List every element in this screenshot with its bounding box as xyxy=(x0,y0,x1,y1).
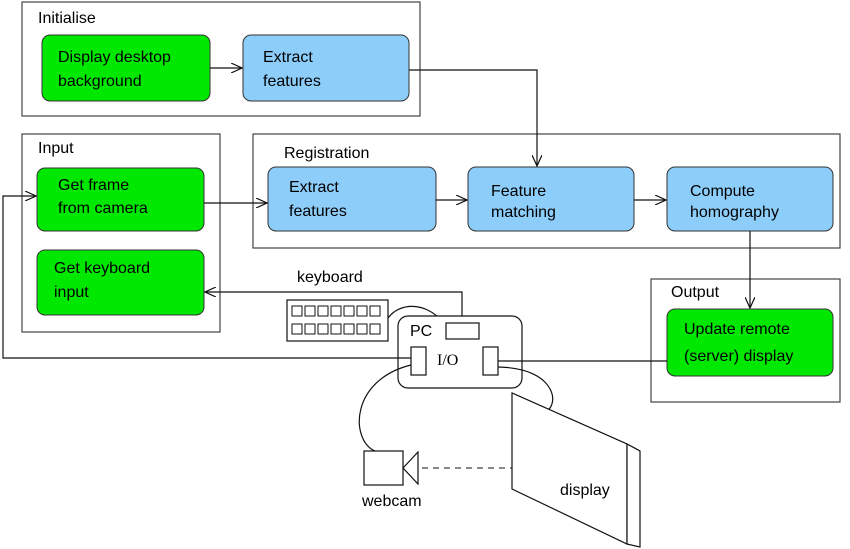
update-remote-line-1: Update remote xyxy=(684,321,790,338)
webcam-cable xyxy=(358,364,412,452)
extract-reg-line-1: Extract xyxy=(289,179,339,196)
pc-camera-port xyxy=(410,346,427,376)
extract-features-reg-node: Extract features xyxy=(267,166,437,232)
display-panel-icon xyxy=(511,392,641,548)
feature-matching-node: Feature matching xyxy=(467,166,635,232)
compute-homography-line-2: homography xyxy=(690,204,779,221)
initialise-group-label: Initialise xyxy=(38,10,96,27)
extract-init-line-1: Extract xyxy=(263,49,313,66)
extract-features-init-node: Extract features xyxy=(242,34,410,102)
get-keyboard-line-2: input xyxy=(54,284,89,301)
keyboard-icon xyxy=(286,299,389,342)
input-group-label: Input xyxy=(38,140,74,157)
pc-label: PC xyxy=(410,323,432,340)
update-remote-line-2: (server) display xyxy=(684,348,793,365)
display-label: display xyxy=(560,482,610,499)
get-frame-line-1: Get frame xyxy=(58,177,129,194)
keyboard-label: keyboard xyxy=(297,269,363,286)
arrow-camera-feed-to-frame xyxy=(2,196,411,359)
extract-init-line-2: features xyxy=(263,73,321,90)
webcam-label: webcam xyxy=(361,493,422,510)
io-label: I/O xyxy=(437,352,458,369)
compute-homography-node: Compute homography xyxy=(666,166,834,232)
output-group-label: Output xyxy=(671,284,720,301)
get-frame-line-2: from camera xyxy=(58,200,148,217)
arrow-extract-init-to-matching xyxy=(409,69,537,166)
display-desktop-line-2: background xyxy=(58,73,142,90)
update-remote-node: Update remote (server) display xyxy=(666,308,834,377)
get-keyboard-node: Get keyboard input xyxy=(36,249,205,316)
pc-keyboard-port xyxy=(445,322,480,340)
webcam-icon xyxy=(363,450,419,486)
feature-matching-line-2: matching xyxy=(491,204,556,221)
feature-matching-line-1: Feature xyxy=(491,183,546,200)
display-desktop-node: Display desktop background xyxy=(41,34,211,102)
extract-reg-line-2: features xyxy=(289,203,347,220)
get-keyboard-line-1: Get keyboard xyxy=(54,260,150,277)
get-frame-node: Get frame from camera xyxy=(36,167,205,232)
display-desktop-line-1: Display desktop xyxy=(58,49,171,66)
arrow-keyboard-to-input xyxy=(205,292,463,323)
registration-group-label: Registration xyxy=(284,145,369,162)
pc-display-port xyxy=(482,346,499,376)
compute-homography-line-1: Compute xyxy=(690,183,755,200)
